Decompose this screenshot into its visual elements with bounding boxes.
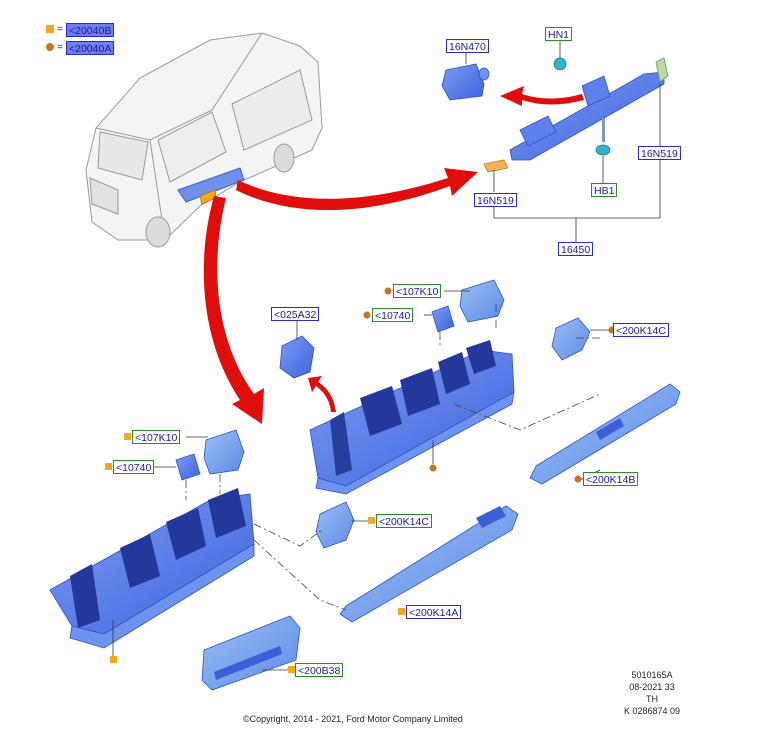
callout-025A32[interactable]: <025A32 bbox=[271, 307, 320, 321]
callout-200K14C-mid[interactable]: <200K14C bbox=[376, 514, 432, 528]
center-brackets bbox=[279, 279, 591, 379]
callout-16N470[interactable]: 16N470 bbox=[446, 39, 489, 53]
legend-label-20040A[interactable]: <20040A bbox=[66, 41, 115, 55]
left-sill-assembly bbox=[49, 429, 355, 649]
drawing-reference: 5010165A 08-2021 33 TH K 0286874 09 bbox=[612, 669, 692, 717]
callout-10740-top[interactable]: <10740 bbox=[372, 308, 414, 322]
red-arrows bbox=[203, 86, 584, 424]
callout-HN1[interactable]: HN1 bbox=[545, 27, 573, 41]
copyright-notice: ©Copyright, 2014 - 2021, Ford Motor Comp… bbox=[243, 714, 463, 724]
legend-equals-2: = bbox=[57, 42, 63, 53]
fastener-markers bbox=[105, 287, 616, 673]
callout-107K10-top[interactable]: <107K10 bbox=[393, 284, 442, 298]
legend-label-20040B[interactable]: <20040B bbox=[66, 23, 115, 37]
step-assembly-top bbox=[441, 57, 669, 173]
bracket-200B38 bbox=[201, 615, 301, 691]
relation-lines bbox=[185, 304, 601, 611]
leader-lines-top bbox=[465, 40, 661, 242]
callout-107K10-left[interactable]: <107K10 bbox=[132, 430, 181, 444]
callout-16N519-right[interactable]: 16N519 bbox=[638, 146, 681, 160]
callout-200K14C-top[interactable]: <200K14C bbox=[613, 323, 669, 337]
center-sill-assembly bbox=[309, 340, 515, 495]
van-illustration bbox=[85, 32, 323, 248]
callout-200K14B[interactable]: <200K14B bbox=[583, 472, 639, 486]
reference-line-4: K 0286874 09 bbox=[623, 706, 681, 716]
callout-16N519-left[interactable]: 16N519 bbox=[474, 193, 517, 207]
legend-square-marker bbox=[46, 25, 54, 33]
reference-line-3: TH bbox=[646, 694, 658, 704]
callout-200B38[interactable]: <200B38 bbox=[295, 663, 344, 677]
callout-HB1[interactable]: HB1 bbox=[591, 183, 618, 197]
reference-line-2: 08-2021 33 bbox=[629, 682, 675, 692]
legend-dot-marker bbox=[46, 43, 54, 51]
rail-200K14B bbox=[529, 383, 681, 485]
callout-10740-left[interactable]: <10740 bbox=[113, 460, 155, 474]
reference-line-1: 5010165A bbox=[631, 670, 673, 680]
rail-200K14A bbox=[339, 505, 519, 623]
callout-16450[interactable]: 16450 bbox=[558, 242, 594, 256]
callout-200K14A[interactable]: <200K14A bbox=[406, 605, 462, 619]
legend-equals-1: = bbox=[57, 24, 63, 35]
